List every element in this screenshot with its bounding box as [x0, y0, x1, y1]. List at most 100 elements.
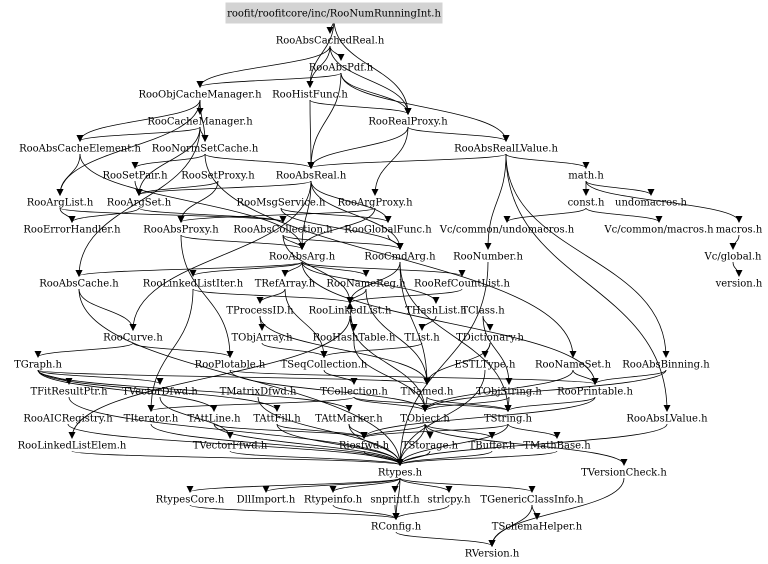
node-snprintf-h: snprintf.h [370, 495, 420, 506]
node-label: TGraph.h [14, 360, 62, 371]
edge-roomsgservice-h-to-rooglobalfunc-h [280, 207, 392, 223]
node-rooerrorhandler-h: RooErrorHandler.h [23, 225, 121, 236]
node-label: TProcessID.h [226, 306, 294, 317]
node-label: TAttLine.h [187, 414, 241, 425]
node-roonameset-h: RooNameSet.h [535, 360, 612, 371]
edge-rooabscachedreal-h-to-roorealproxy-h [329, 45, 412, 115]
node-label: macros.h [716, 225, 763, 236]
edge-roonormsetcache-h-to-roosetpair-h [131, 153, 206, 169]
node-roohashtable-h: RooHashTable.h [313, 333, 396, 344]
node-label: version.h [715, 279, 763, 290]
edge-rooabsarg-h-to-rooprintable-h [301, 261, 599, 385]
node-label: TSchemaHelper.h [492, 522, 583, 533]
edge-rooabscollection-h-to-rooabsarg-h [282, 234, 306, 250]
edge-tattline-h-to-riosfwd-h [213, 423, 368, 439]
edge-tcollection-h-to-titerator-h [147, 396, 355, 412]
node-label: TNamed.h [401, 387, 454, 398]
node-label: TStorage.h [402, 441, 459, 452]
edge-roorealproxy-h-to-rooabsreal-h [307, 126, 409, 169]
edge-rooabsarg-h-to-rooabscache-h [75, 261, 303, 277]
edge-tvectorffwd-h-to-rtypes-h [229, 450, 404, 466]
node-layer: roofit/roofitcore/inc/RooNumRunningInt.h… [14, 2, 763, 560]
node-tseqcollection-h: TSeqCollection.h [281, 360, 368, 371]
node-rconfig-h: RConfig.h [371, 522, 422, 533]
node-rooabscollection-h: RooAbsCollection.h [233, 225, 333, 236]
node-dllimport-h: DllImport.h [237, 495, 296, 506]
edge-rtypes-h-to-rtypescore-h [186, 477, 401, 493]
node-label: TVersionCheck.h [581, 468, 667, 479]
node-tclass-h: TClass.h [461, 306, 505, 317]
node-rooabsproxy-h: RooAbsProxy.h [143, 225, 219, 236]
node-math-h: math.h [568, 171, 604, 182]
edge-tgraph-h-to-tnamed-h [37, 369, 431, 385]
node-roocurve-h: RooCurve.h [103, 333, 163, 344]
node-rooabsreal-h: RooAbsReal.h [276, 171, 347, 182]
node-label: RooLinkedList.h [309, 306, 392, 317]
node-label: RooNormSetCache.h [152, 144, 259, 155]
edge-tfitresultptr-h-to-rtypes-h [68, 396, 404, 466]
node-tobjarray-h: TObjArray.h [231, 333, 293, 344]
node-roocmdarg-h: RooCmdArg.h [364, 252, 436, 263]
node-tobjstring-h: TObjString.h [476, 387, 542, 398]
edge-rooabscacheelement-h-to-rooabsarg-h [79, 153, 306, 250]
edge-tstring-h-to-rtypes-h [396, 423, 509, 466]
edge-math-h-to-macros-h [585, 180, 743, 223]
node-rtypeinfo-h: Rtypeinfo.h [304, 495, 363, 506]
node-rooaicregistry-h: RooAICRegistry.h [23, 414, 113, 425]
edge-const-h-to-vc-common-undomacros-h [503, 207, 587, 223]
edge-rooabscollection-h-to-roolinkedlist-h [282, 234, 354, 304]
node-label: RConfig.h [371, 522, 422, 533]
node-tmathbase-h: TMathBase.h [523, 441, 591, 452]
node-label: RooNumber.h [453, 252, 523, 263]
edge-roohashtable-h-to-tobject-h [353, 342, 429, 412]
node-tcollection-h: TCollection.h [320, 387, 388, 398]
edge-tgraph-h-to-tattmarker-h [37, 369, 353, 412]
edge-rooaicregistry-h-to-rtypes-h [67, 423, 404, 466]
node-estltype-h: ESTLType.h [455, 360, 516, 371]
edge-tseqcollection-h-to-tcollection-h [323, 369, 358, 385]
root-node-label: roofit/roofitcore/inc/RooNumRunningInt.h [227, 9, 441, 20]
edge-roonormsetcache-h-to-rooabsreal-h [204, 153, 315, 169]
root-node: roofit/roofitcore/inc/RooNumRunningInt.h [225, 2, 443, 24]
edge-rooplotable-h-to-rooprintable-h [229, 369, 599, 385]
node-undomacros-h: undomacros.h [615, 198, 687, 209]
node-roorealproxy-h: RooRealProxy.h [368, 117, 448, 128]
node-label: RooAbsProxy.h [143, 225, 219, 236]
node-rooargproxy-h: RooArgProxy.h [337, 198, 413, 209]
edge-rooglobalfunc-h-to-roocmdarg-h [387, 234, 404, 250]
node-const-h: const.h [568, 198, 605, 209]
node-tattmarker-h: TAttMarker.h [315, 414, 383, 425]
node-label: RVersion.h [465, 549, 520, 560]
node-label: RooAbsCollection.h [233, 225, 333, 236]
node-label: RooPlotable.h [195, 360, 266, 371]
node-rooplotable-h: RooPlotable.h [195, 360, 266, 371]
node-tschemahelper-h: TSchemaHelper.h [492, 522, 583, 533]
node-tnamed-h: TNamed.h [401, 387, 454, 398]
node-label: RooAbsCachedReal.h [276, 36, 385, 47]
node-label: RooArgList.h [27, 198, 94, 209]
node-tattline-h: TAttLine.h [187, 414, 241, 425]
node-label: RooCmdArg.h [364, 252, 436, 263]
edge-roocachemanager-h-to-rooabscacheelement-h [76, 126, 201, 142]
node-roonamereg-h: RooNameReg.h [326, 279, 406, 290]
edge-rooabscachedreal-h-to-roohistfunc-h [306, 45, 331, 88]
node-label: TAttFill.h [253, 414, 301, 425]
node-label: math.h [568, 171, 604, 182]
node-label: RooMsgService.h [237, 198, 326, 209]
edge-rooabsproxy-h-to-rooabsarg-h [180, 234, 306, 250]
node-rtypes-h: Rtypes.h [378, 468, 423, 479]
edge-math-h-to-undomacros-h [585, 180, 655, 196]
edge-tversioncheck-h-to-rversion-h [488, 477, 625, 547]
node-tfitresultptr-h: TFitResultPtr.h [30, 387, 108, 398]
node-roonormsetcache-h: RooNormSetCache.h [152, 144, 259, 155]
edge-roonumber-h-to-rtypes-h [396, 261, 489, 466]
node-thashlist-h: THashList.h [405, 306, 467, 317]
node-label: RooAbsCacheElement.h [19, 144, 141, 155]
node-label: RooHistFunc.h [272, 90, 348, 101]
node-label: TGenericClassInfo.h [480, 495, 584, 506]
node-rooabscache-h: RooAbsCache.h [39, 279, 119, 290]
node-label: RooAICRegistry.h [23, 414, 113, 425]
edge-rooabsarg-h-to-roonamereg-h [301, 261, 370, 277]
node-rooobjcachemanager-h: RooObjCacheManager.h [138, 90, 262, 101]
edge-rooabspdf-h-to-rooabsreal-h [307, 72, 342, 169]
